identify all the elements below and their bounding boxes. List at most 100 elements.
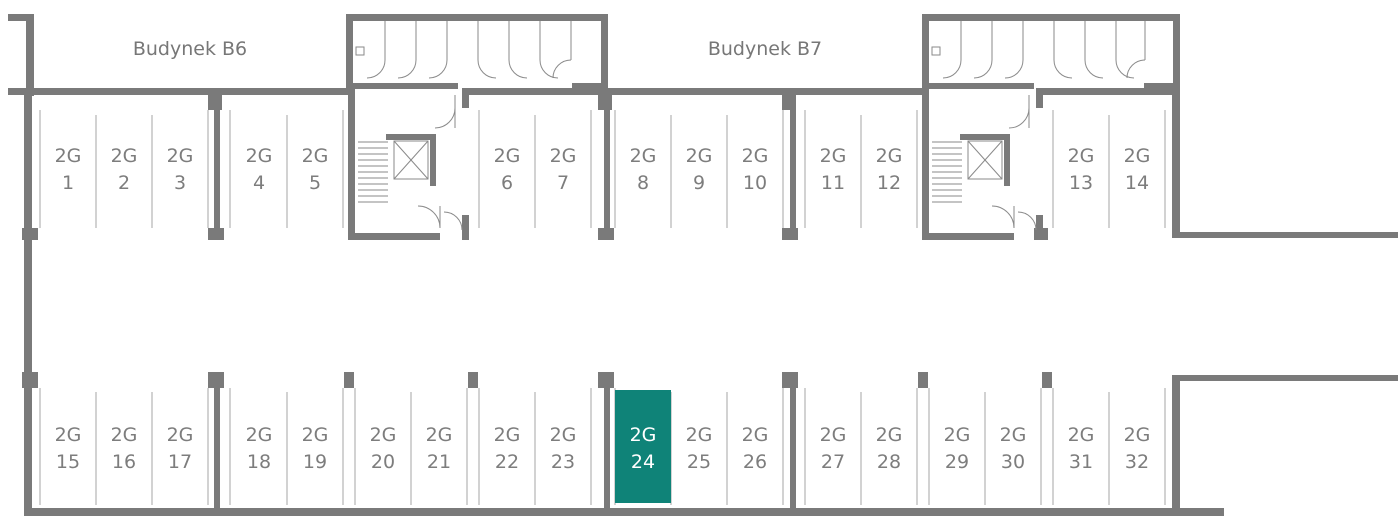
parking-spot-5[interactable]: 2G5	[287, 112, 343, 230]
spot-number: 14	[1125, 172, 1149, 194]
spot-number: 4	[253, 172, 265, 194]
walls	[8, 14, 1398, 516]
parking-spot-area[interactable]	[152, 390, 208, 503]
spot-prefix: 2G	[494, 424, 521, 446]
spot-number: 29	[945, 451, 969, 473]
parking-spot-area[interactable]	[861, 390, 917, 503]
spot-prefix: 2G	[246, 145, 273, 167]
parking-spot-2[interactable]: 2G2	[96, 112, 152, 230]
parking-spot-6[interactable]: 2G6	[479, 112, 535, 230]
spot-prefix: 2G	[1068, 424, 1095, 446]
spot-number: 15	[56, 451, 80, 473]
parking-spot-area[interactable]	[40, 390, 96, 503]
building-label-b7: Budynek B7	[708, 38, 822, 60]
spot-prefix: 2G	[686, 145, 713, 167]
parking-spot-area[interactable]	[1109, 390, 1165, 503]
parking-spot-area[interactable]	[671, 390, 727, 503]
parking-spot-area[interactable]	[1053, 112, 1109, 230]
parking-spot-area[interactable]	[535, 390, 591, 503]
spot-number: 8	[637, 172, 649, 194]
parking-spot-4[interactable]: 2G4	[231, 112, 287, 230]
parking-spot-area[interactable]	[535, 112, 591, 230]
spot-number: 21	[427, 451, 451, 473]
spot-prefix: 2G	[302, 145, 329, 167]
spot-number: 31	[1069, 451, 1093, 473]
parking-spot-7[interactable]: 2G7	[535, 112, 591, 230]
spot-number: 9	[693, 172, 705, 194]
parking-spot-area[interactable]	[805, 390, 861, 503]
parking-spot-area[interactable]	[40, 112, 96, 230]
stairwell-core-b7	[922, 88, 1043, 240]
parking-spot-9[interactable]: 2G9	[671, 112, 727, 230]
parking-spot-area[interactable]	[805, 112, 861, 230]
parking-spot-area[interactable]	[861, 112, 917, 230]
parking-spot-area[interactable]	[929, 390, 985, 503]
parking-spot-area[interactable]	[479, 112, 535, 230]
parking-spot-area[interactable]	[152, 112, 208, 230]
parking-spot-area[interactable]	[96, 390, 152, 503]
parking-spot-1[interactable]: 2G1	[40, 112, 96, 230]
parking-spot-area[interactable]	[411, 390, 467, 503]
parking-spot-area[interactable]	[231, 390, 287, 503]
parking-spot-area[interactable]	[96, 112, 152, 230]
selected-spot-highlight[interactable]	[615, 390, 671, 503]
spot-prefix: 2G	[55, 424, 82, 446]
parking-spot-area[interactable]	[985, 390, 1041, 503]
spot-number: 19	[303, 451, 327, 473]
spot-number: 17	[168, 451, 192, 473]
spot-prefix: 2G	[1068, 145, 1095, 167]
spot-number: 25	[687, 451, 711, 473]
spot-prefix: 2G	[167, 424, 194, 446]
spot-prefix: 2G	[686, 424, 713, 446]
spot-number: 16	[112, 451, 136, 473]
parking-spot-area[interactable]	[479, 390, 535, 503]
spot-prefix: 2G	[876, 424, 903, 446]
parking-spot-area[interactable]	[727, 112, 783, 230]
spot-number: 23	[551, 451, 575, 473]
storage-block-b7	[922, 14, 1180, 90]
spot-number: 30	[1001, 451, 1025, 473]
spot-prefix: 2G	[1124, 145, 1151, 167]
parking-spot-3[interactable]: 2G3	[152, 112, 208, 230]
parking-spot-area[interactable]	[1109, 112, 1165, 230]
parking-spot-area[interactable]	[231, 112, 287, 230]
parking-spot-area[interactable]	[287, 112, 343, 230]
spot-number: 20	[371, 451, 395, 473]
parking-spot-area[interactable]	[671, 112, 727, 230]
parking-spot-area[interactable]	[287, 390, 343, 503]
spot-prefix: 2G	[944, 424, 971, 446]
spot-prefix: 2G	[370, 424, 397, 446]
parking-spot-area[interactable]	[355, 390, 411, 503]
spot-prefix: 2G	[111, 424, 138, 446]
parking-spot-8[interactable]: 2G8	[615, 112, 671, 230]
parking-spot-area[interactable]	[615, 112, 671, 230]
spot-number: 27	[821, 451, 845, 473]
spot-prefix: 2G	[876, 145, 903, 167]
parking-spot-area[interactable]	[727, 390, 783, 503]
parking-spot-area[interactable]	[1053, 390, 1109, 503]
